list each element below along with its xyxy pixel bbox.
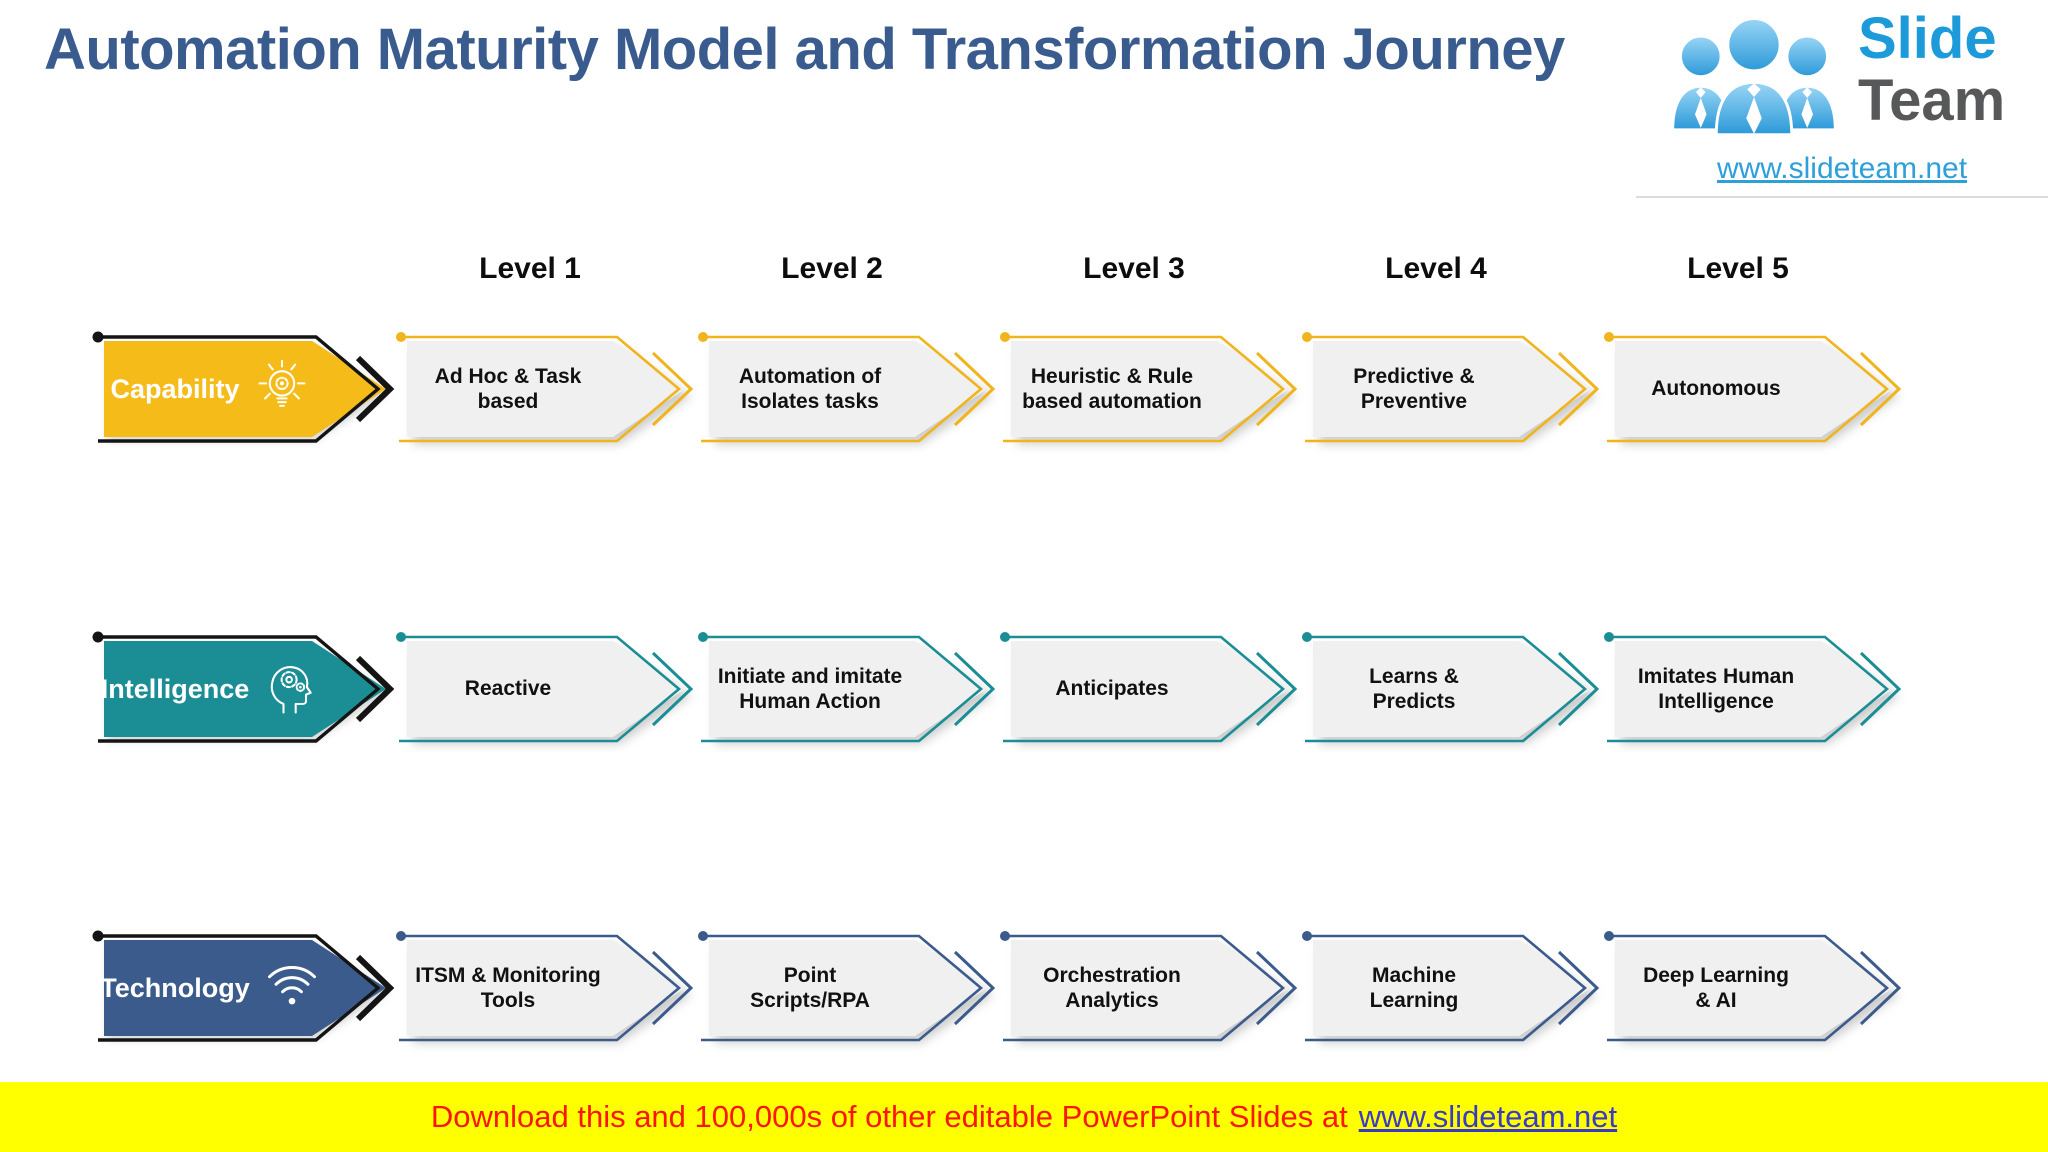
cell-text: Learns & Predicts — [1369, 664, 1459, 713]
level-header-3: Level 3 — [1083, 252, 1185, 285]
row-label-text: Intelligence — [100, 673, 250, 704]
wifi-icon — [267, 966, 316, 1005]
row-label-intelligence: Intelligence — [88, 631, 398, 747]
cell-arrow-outline — [1302, 332, 1600, 443]
cell-text: ITSM & Monitoring Tools — [415, 963, 601, 1012]
cell-arrow-outline — [1302, 931, 1600, 1042]
row-label-text: Technology — [100, 972, 250, 1003]
cell-technology-level1: ITSM & Monitoring Tools — [391, 930, 701, 1046]
cell-capability-level4: Predictive & Preventive — [1297, 331, 1607, 447]
cell-arrow-outline — [396, 931, 694, 1042]
cell-intelligence-level2: Initiate and imitate Human Action — [693, 631, 1003, 747]
cell-intelligence-level1: Reactive — [391, 631, 701, 747]
cell-arrow-outline — [1000, 632, 1298, 743]
label-arrow-outline — [92, 631, 395, 743]
cell-text: Orchestration Analytics — [1043, 963, 1181, 1012]
cell-arrow-outline — [698, 332, 996, 443]
cell-arrow-outline — [396, 632, 694, 743]
cell-capability-level5: Autonomous — [1599, 331, 1909, 447]
logo-brand: Slide Team — [1858, 8, 2005, 132]
cell-arrow-outline — [1000, 332, 1298, 443]
cell-arrow-outline — [1302, 632, 1600, 743]
logo-url-link[interactable]: www.slideteam.net — [1716, 152, 1968, 185]
cell-text: Deep Learning & AI — [1643, 963, 1789, 1012]
cell-arrow-outline — [396, 332, 694, 443]
slide-title: Automation Maturity Model and Transforma… — [44, 17, 1565, 82]
cell-arrow-outline — [1604, 931, 1902, 1042]
label-arrow-outline — [92, 930, 395, 1042]
cell-technology-level5: Deep Learning & AI — [1599, 930, 1909, 1046]
cell-text: Ad Hoc & Task based — [434, 364, 582, 413]
cell-technology-level2: Point Scripts/RPA — [693, 930, 1003, 1046]
row-label-text: Capability — [110, 373, 240, 404]
cell-text: Machine Learning — [1369, 963, 1459, 1012]
level-header-4: Level 4 — [1385, 252, 1487, 285]
level-header-1: Level 1 — [479, 252, 581, 285]
cell-arrow-outline — [1604, 632, 1902, 743]
row-label-capability: Capability — [88, 331, 398, 447]
cell-intelligence-level5: Imitates Human Intelligence — [1599, 631, 1909, 747]
slideteam-logo: Slide Team www.slideteam.net — [1636, 0, 2048, 200]
label-arrow-outline — [92, 331, 395, 443]
cell-capability-level1: Ad Hoc & Task based — [391, 331, 701, 447]
cell-text: Point Scripts/RPA — [750, 963, 870, 1012]
level-header-2: Level 2 — [781, 252, 883, 285]
banner-text: Download this and 100,000s of other edit… — [430, 1099, 1348, 1134]
cell-text: Anticipates — [1055, 677, 1169, 701]
cell-arrow-outline — [698, 632, 996, 743]
people-icon — [1671, 17, 1837, 137]
cell-intelligence-level4: Learns & Predicts — [1297, 631, 1607, 747]
cell-text: Heuristic & Rule based automation — [1022, 364, 1202, 413]
logo-brand-team: Team — [1858, 68, 2006, 133]
cell-text: Initiate and imitate Human Action — [717, 664, 903, 713]
row-label-technology: Technology — [88, 930, 398, 1046]
cell-arrow-outline — [1604, 332, 1902, 443]
cell-arrow-outline — [1000, 931, 1298, 1042]
level-header-5: Level 5 — [1687, 252, 1789, 285]
lightbulb-gear-icon — [257, 359, 306, 407]
cell-technology-level4: Machine Learning — [1297, 930, 1607, 1046]
logo-divider — [1636, 196, 2048, 198]
cell-text: Autonomous — [1651, 377, 1781, 401]
cell-capability-level2: Automation of Isolates tasks — [693, 331, 1003, 447]
cell-arrow-outline — [698, 931, 996, 1042]
cell-text: Predictive & Preventive — [1353, 364, 1475, 413]
cell-text: Imitates Human Intelligence — [1637, 664, 1795, 713]
cell-technology-level3: Orchestration Analytics — [995, 930, 1305, 1046]
banner-link[interactable]: www.slideteam.net — [1358, 1099, 1618, 1134]
cell-text: Automation of Isolates tasks — [738, 364, 882, 413]
cell-capability-level3: Heuristic & Rule based automation — [995, 331, 1305, 447]
head-gears-icon — [271, 666, 312, 714]
logo-brand-slide: Slide — [1858, 6, 1997, 71]
download-banner: Download this and 100,000s of other edit… — [0, 1082, 2048, 1152]
cell-intelligence-level3: Anticipates — [995, 631, 1305, 747]
cell-text: Reactive — [464, 677, 552, 701]
